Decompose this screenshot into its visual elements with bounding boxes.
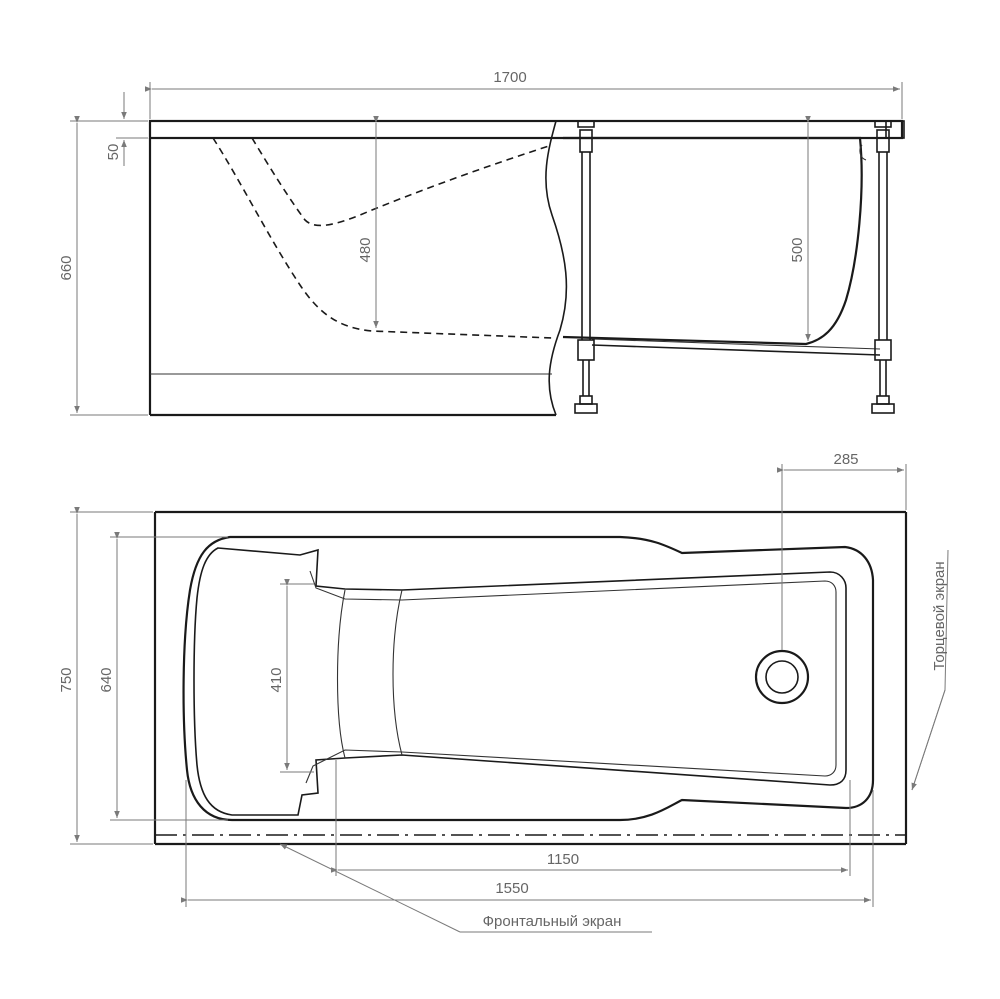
label-end-panel: Торцевой экран [931, 561, 948, 670]
leader-end-panel: Торцевой экран [911, 549, 949, 791]
bowl-inner-outline [182, 535, 875, 822]
dim-overall-width: 750 [58, 507, 153, 845]
top-view: 750 640 410 285 1150 [58, 451, 949, 933]
dim-label-285: 285 [833, 451, 858, 468]
dim-bottom-length: 1150 [331, 760, 851, 876]
dim-label-480: 480 [357, 237, 374, 262]
support-leg-right [871, 120, 895, 414]
front-panel-outline [148, 119, 904, 417]
dim-label-500: 500 [789, 237, 806, 262]
seat-curve-left [336, 589, 346, 759]
support-leg-left [574, 120, 598, 414]
dim-label-1550: 1550 [495, 880, 528, 897]
dim-label-50: 50 [105, 144, 122, 161]
leader-front-panel: Фронтальный экран [279, 843, 652, 933]
dim-drain-offset: 285 [777, 451, 907, 650]
headrest-outline [193, 547, 847, 816]
dim-label-640: 640 [98, 667, 115, 692]
dim-label-660: 660 [58, 255, 75, 280]
seat-curve-right [392, 589, 403, 756]
dim-inner-length: 1550 [181, 780, 874, 907]
label-front-panel: Фронтальный экран [483, 913, 622, 930]
dim-bottom-width: 410 [268, 579, 314, 773]
dim-overall-length: 1700 [145, 69, 903, 119]
hidden-bowl-profile [212, 137, 553, 339]
dim-label-750: 750 [58, 667, 75, 692]
dim-total-height: 660 [58, 116, 148, 416]
dim-label-1150: 1150 [547, 851, 579, 868]
dim-depth-front: 480 [357, 116, 379, 328]
inner-bottom-outline [305, 570, 837, 784]
dim-depth-inner: 500 [789, 116, 811, 341]
bowl-profile [562, 136, 863, 346]
dim-rim-thickness: 50 [105, 92, 148, 166]
dim-label-1700: 1700 [493, 69, 526, 86]
hidden-backrest-profile [251, 137, 553, 227]
dim-inner-width: 640 [98, 532, 228, 821]
side-view: 1700 660 50 480 500 [58, 69, 905, 417]
drain-icon [754, 649, 810, 705]
frame-rail [591, 344, 881, 356]
dim-label-410: 410 [268, 667, 285, 692]
